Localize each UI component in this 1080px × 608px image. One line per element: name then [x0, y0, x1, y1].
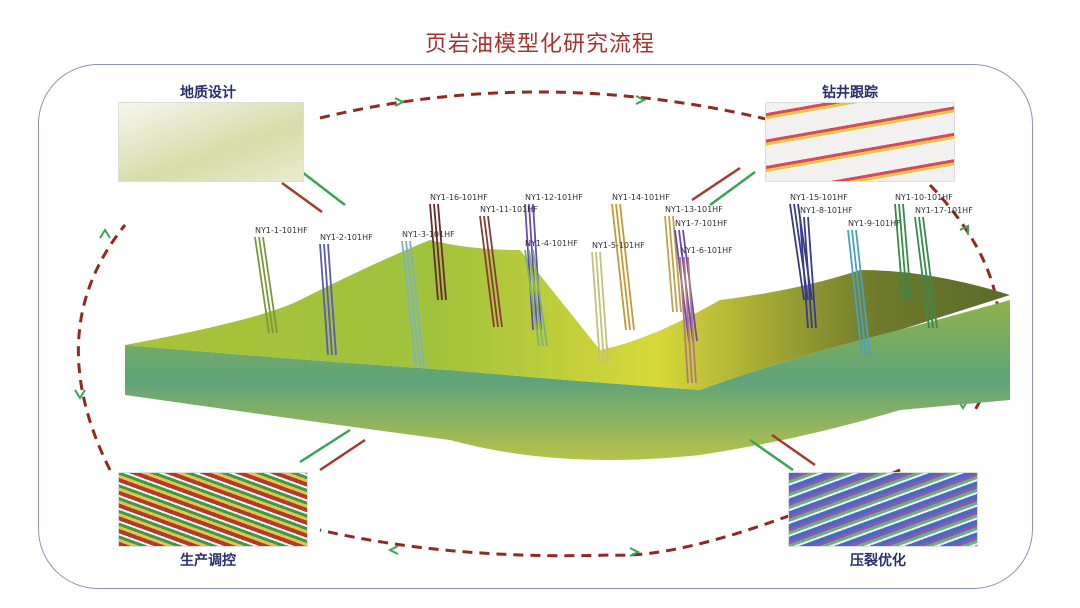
- well-trajectory: [319, 243, 329, 356]
- well-trajectory: [524, 249, 540, 347]
- well-trajectories: [254, 203, 938, 384]
- well-trajectory: [894, 203, 904, 301]
- well-trajectory: [479, 215, 495, 328]
- terrain-surface: [125, 240, 1010, 390]
- well-trajectory: [683, 256, 693, 384]
- well-trajectory: [807, 216, 817, 329]
- well-trajectory: [595, 251, 605, 364]
- well-trajectory: [619, 203, 635, 331]
- well-trajectory: [847, 229, 863, 357]
- well-trajectory: [483, 215, 499, 328]
- production-control-thumbnail: [118, 472, 308, 547]
- well-trajectory: [615, 203, 631, 331]
- well-label: NY1-6-101HF: [680, 246, 733, 255]
- well-label: NY1-13-101HF: [665, 205, 723, 214]
- well-trajectory: [664, 215, 674, 313]
- well-label: NY1-8-101HF: [800, 206, 853, 215]
- well-trajectory: [799, 216, 809, 329]
- well-trajectory: [803, 216, 813, 329]
- well-label: NY1-17-101HF: [915, 206, 973, 215]
- well-trajectory: [532, 203, 542, 331]
- stage-label-production-control: 生产调控: [180, 553, 236, 569]
- well-label: NY1-1-101HF: [255, 226, 308, 235]
- well-trajectory: [679, 256, 689, 384]
- well-trajectory: [914, 216, 930, 329]
- drilling-tracking-thumbnail: [765, 102, 955, 182]
- stage-label-geology-design: 地质设计: [180, 85, 236, 101]
- well-trajectory: [487, 215, 503, 328]
- well-label: NY1-10-101HF: [895, 193, 953, 202]
- geology-design-thumbnail: [118, 102, 304, 182]
- well-trajectory: [611, 203, 627, 331]
- well-label: NY1-2-101HF: [320, 233, 373, 242]
- well-trajectory: [855, 229, 871, 357]
- well-trajectory: [409, 240, 425, 368]
- well-trajectory: [672, 215, 682, 313]
- well-trajectory: [258, 236, 274, 334]
- well-label: NY1-3-101HF: [402, 230, 455, 239]
- well-label: NY1-9-101HF: [848, 219, 901, 228]
- well-trajectory: [401, 240, 417, 368]
- well-trajectory: [918, 216, 934, 329]
- well-trajectory: [591, 251, 601, 364]
- well-trajectory: [687, 256, 697, 384]
- well-label: NY1-15-101HF: [790, 193, 848, 202]
- well-trajectory: [327, 243, 337, 356]
- well-trajectory: [323, 243, 333, 356]
- well-trajectory: [262, 236, 278, 334]
- well-trajectory: [902, 203, 912, 301]
- stage-label-fracturing-optimization: 压裂优化: [850, 553, 906, 569]
- well-trajectory: [524, 203, 534, 331]
- well-trajectory: [437, 203, 447, 301]
- well-label: NY1-14-101HF: [612, 193, 670, 202]
- outer-frame: [38, 64, 1033, 589]
- well-trajectory: [528, 249, 544, 347]
- well-trajectory: [789, 203, 805, 301]
- connector-arrows: [281, 166, 816, 472]
- well-trajectory: [668, 215, 678, 313]
- cycle-arrowhead-icon: [74, 95, 969, 557]
- well-trajectory: [922, 216, 938, 329]
- page-title: 页岩油模型化研究流程: [424, 32, 655, 57]
- well-trajectory: [851, 229, 867, 357]
- well-trajectory: [898, 203, 908, 301]
- well-trajectory: [254, 236, 270, 334]
- well-label: NY1-5-101HF: [592, 241, 645, 250]
- well-trajectory: [405, 240, 421, 368]
- fracturing-optimization-thumbnail: [788, 472, 978, 547]
- well-label: NY1-16-101HF: [430, 193, 488, 202]
- well-trajectory: [433, 203, 443, 301]
- well-label: NY1-12-101HF: [525, 193, 583, 202]
- well-label: NY1-4-101HF: [525, 239, 578, 248]
- stage-label-drilling-tracking: 钻井跟踪: [822, 85, 878, 101]
- well-label: NY1-7-101HF: [675, 219, 728, 228]
- well-trajectory: [429, 203, 439, 301]
- well-trajectory: [532, 249, 548, 347]
- cycle-loop-arrow: [76, 90, 1001, 558]
- well-labels: NY1-1-101HF NY1-2-101HF NY1-3-101HF NY1-16-…: [255, 193, 973, 255]
- well-label: NY1-11-101HF: [480, 205, 538, 214]
- well-trajectory: [599, 251, 609, 364]
- well-trajectory: [528, 203, 538, 331]
